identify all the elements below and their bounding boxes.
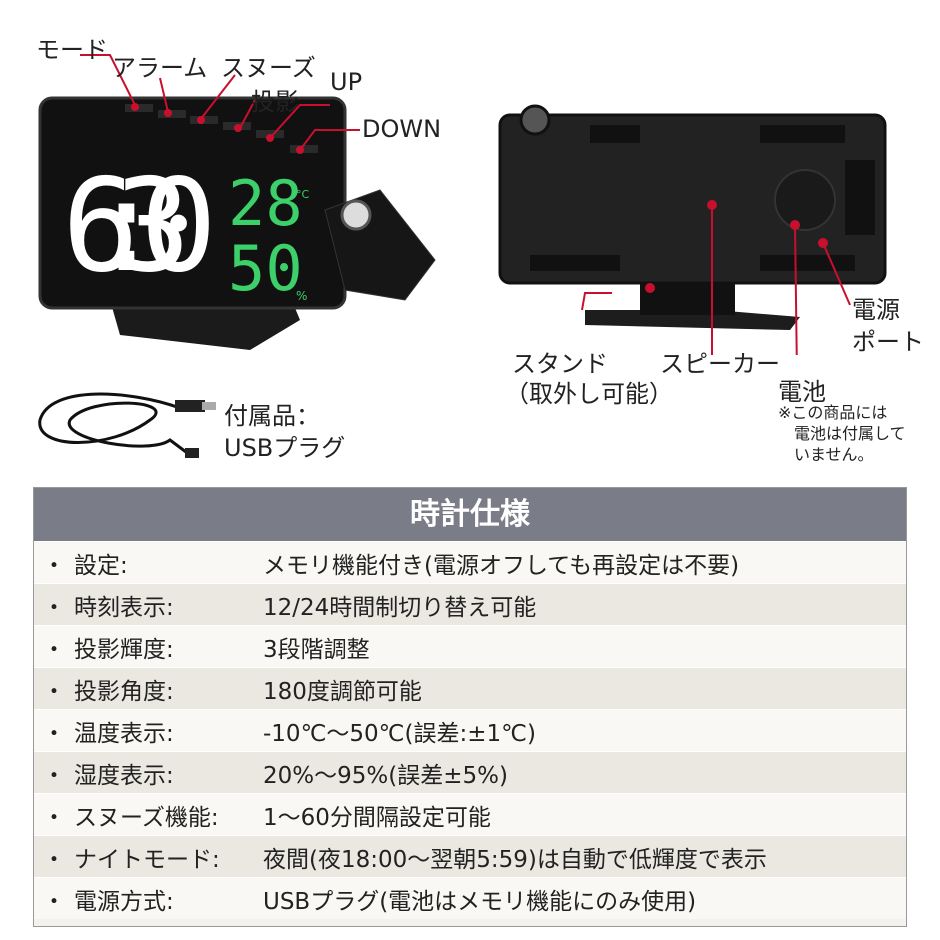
accessory-usb-label: USBプラグ — [224, 434, 346, 462]
front-clock-image: 6:30 28 °C 50 % — [38, 54, 436, 350]
projector-head — [324, 189, 436, 301]
bullet: ・ — [42, 552, 66, 579]
spec-key: ナイトモード: — [74, 846, 220, 873]
bullet: ・ — [42, 720, 66, 747]
spec-row: ・湿度表示: 20%～95%(誤差±5%) — [34, 751, 906, 793]
spec-value: -10℃～50℃(誤差:±1℃) — [263, 720, 536, 747]
humidity-unit: % — [296, 289, 307, 303]
spec-row: ・設定: メモリ機能付き(電源オフしても再設定は不要) — [34, 541, 906, 583]
power-port-label-2: ポート — [852, 328, 924, 356]
battery-note-line: いません。 — [794, 445, 874, 464]
bullet: ・ — [42, 762, 66, 789]
spec-row: ・投影角度: 180度調節可能 — [34, 667, 906, 709]
spec-value: 180度調節可能 — [263, 678, 422, 705]
spec-row: ・ナイトモード: 夜間(夜18:00～翌朝5:59)は自動で低輝度で表示 — [34, 835, 906, 877]
spec-value: 夜間(夜18:00～翌朝5:59)は自動で低輝度で表示 — [263, 846, 767, 873]
power-port-label: 電源 — [852, 296, 900, 324]
spec-title: 時計仕様 — [34, 488, 906, 541]
up-button-label: UP — [330, 68, 363, 96]
back-panel — [498, 113, 887, 285]
battery-cover — [774, 169, 836, 231]
spec-value: 20%～95%(誤差±5%) — [263, 762, 508, 789]
time-display: 6:30 — [62, 152, 217, 301]
spec-row: ・スヌーズ機能: 1～60分間隔設定可能 — [34, 793, 906, 835]
speaker-label: スピーカー — [660, 350, 780, 378]
spec-row: ・温度表示: -10℃～50℃(誤差:±1℃) — [34, 709, 906, 751]
spec-row: ・投影輝度: 3段階調整 — [34, 625, 906, 667]
spec-table: 時計仕様 ・設定:メモリ機能付き(電源オフしても再設定は不要)・時刻表示:12/… — [33, 487, 907, 927]
spec-key: 設定: — [74, 552, 128, 579]
bullet: ・ — [42, 804, 66, 831]
battery-label: 電池 — [778, 378, 826, 406]
bullet: ・ — [42, 636, 66, 663]
spec-key: 時刻表示: — [74, 594, 174, 621]
spec-key: 温度表示: — [74, 720, 174, 747]
spec-value: 1～60分間隔設定可能 — [263, 804, 491, 831]
snooze-button-label: スヌーズ — [221, 54, 316, 82]
back-clock-image — [498, 104, 887, 355]
humidity-display: 50 — [228, 232, 303, 305]
accessory-label: 付属品： — [224, 402, 320, 430]
bullet: ・ — [42, 888, 66, 915]
down-button-label: DOWN — [362, 115, 442, 143]
spec-key: スヌーズ機能: — [74, 804, 219, 831]
stand-label: スタンド — [512, 350, 608, 378]
spec-value: メモリ機能付き(電源オフしても再設定は不要) — [263, 552, 740, 579]
bullet: ・ — [42, 678, 66, 705]
spec-row: ・時刻表示: 12/24時間制切り替え可能 — [34, 583, 906, 625]
spec-key: 投影角度: — [74, 678, 174, 705]
spec-key: 湿度表示: — [74, 762, 174, 789]
callout-lines — [80, 54, 360, 151]
battery-note-line: 電池は付属して — [794, 424, 906, 443]
mode-button-label: モード — [36, 36, 108, 64]
projection-button-label: 投影 — [251, 88, 299, 116]
bullet: ・ — [42, 594, 66, 621]
temperature-unit: °C — [296, 188, 310, 201]
spec-value: 12/24時間制切り替え可能 — [263, 594, 537, 621]
battery-note: ※この商品には 電池は付属して いません。 — [778, 402, 906, 465]
battery-note-line: ※この商品には — [778, 403, 888, 422]
spec-row: ・電源方式: USBプラグ(電池はメモリ機能にのみ使用) — [34, 877, 906, 919]
alarm-button-label: アラーム — [112, 54, 208, 82]
spec-value: USBプラグ(電池はメモリ機能にのみ使用) — [263, 888, 697, 915]
stand-removable-label: （取外し可能） — [505, 380, 673, 408]
spec-value: 3段階調整 — [263, 636, 370, 663]
spec-key: 投影輝度: — [74, 636, 174, 663]
temperature-display: 28 — [228, 167, 303, 240]
bullet: ・ — [42, 846, 66, 873]
spec-key: 電源方式: — [74, 888, 174, 915]
usb-cable-image — [38, 392, 216, 458]
